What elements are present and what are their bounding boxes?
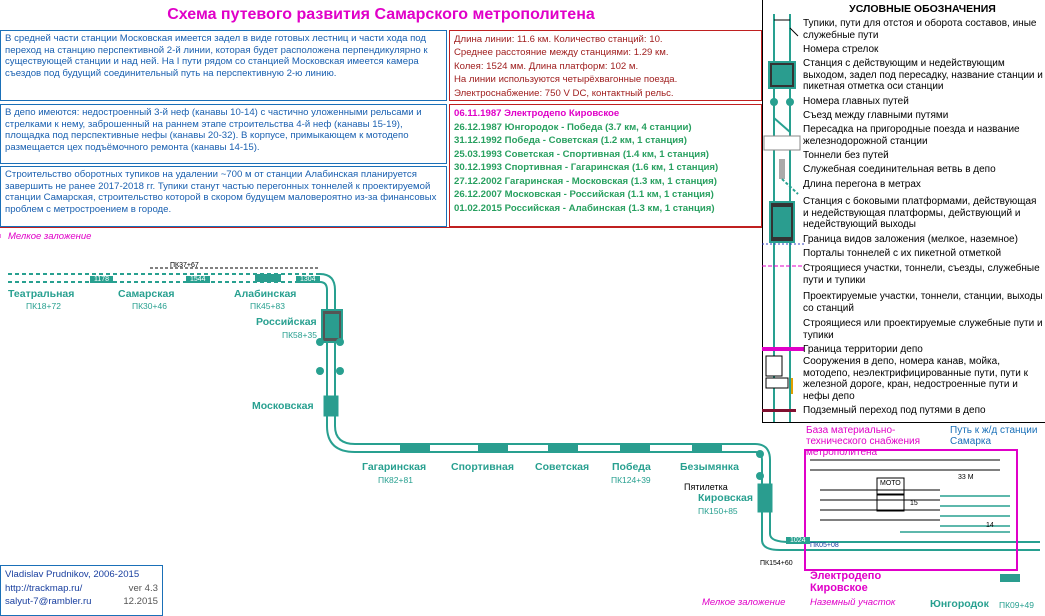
station-pk: ПК45+83 [250, 301, 285, 311]
segment-length: 1304 [296, 276, 320, 283]
credits-version: ver 4.3 [128, 582, 158, 594]
date-line: 30.12.1993 Спортивная - Гагаринская (1.6… [454, 162, 719, 173]
legend-item: Проектируемые участки, тоннели, станции,… [803, 291, 1043, 314]
opening-dates: 06.11.1987 Электродепо Кировское 26.12.1… [449, 104, 762, 227]
station-pk: ПК82+81 [378, 475, 413, 485]
station-alabinskaya: Алабинская [234, 288, 297, 300]
pk-label: ПК05+08 [810, 542, 839, 549]
credits-box: Vladislav Prudnikov, 2006-2015 http://tr… [0, 565, 163, 616]
legend-item: Порталы тоннелей с их пикетной отметкой [803, 248, 1002, 259]
legend-item: Станция с боковыми платформами, действую… [803, 196, 1037, 230]
shallow-note: Мелкое заложение [8, 231, 92, 242]
canal-label: 15 [910, 500, 918, 507]
legend-item: Строящиеся или проектируемые служебные п… [803, 318, 1043, 341]
surface-note: Наземный участок [810, 597, 896, 608]
station-bezymyanka: Безымянка [680, 461, 739, 473]
legend-item: Тоннели без путей [803, 150, 889, 161]
legend-item: Сооружения в депо, номера канав, мойка, … [803, 356, 1028, 402]
station-moskovskaya: Московская [252, 400, 314, 412]
legend-item: Служебная соединительная ветвь в депо [803, 164, 996, 175]
legend-item: Подземный переход под путями в депо [803, 405, 986, 416]
stat-line: Электроснабжение: 750 V DC, контактный р… [454, 87, 674, 99]
pk-label: ПК154+60 [760, 560, 793, 567]
legend-panel [762, 0, 1045, 423]
date-line: 06.11.1987 Электродепо Кировское [454, 108, 620, 119]
date-line: 25.03.1993 Советская - Спортивная (1.4 к… [454, 148, 710, 160]
canal-label: 33 М [958, 474, 974, 481]
canal-label: 14 [986, 522, 994, 529]
line-stats: Длина линии: 11.6 км. Количество станций… [449, 30, 762, 101]
legend-item: Станция с действующим и недействующим вы… [803, 58, 1043, 92]
segment-length: 1178 [90, 276, 114, 283]
station-sportivnaya: Спортивная [451, 461, 514, 473]
stat-line: Колея: 1524 мм. Длина платформ: 102 м. [454, 60, 639, 72]
date-line: 26.12.2007 Московская - Российская (1.1 … [454, 189, 714, 200]
stat-line: Длина линии: 11.6 км. Количество станций… [454, 34, 663, 45]
track-map [0, 234, 1040, 582]
info-alabinskaya: Строительство оборотных тупиков на удале… [0, 166, 447, 227]
depot-rail-label: Путь к ж/д станции Самарка [950, 425, 1038, 447]
legend-item: Номера главных путей [803, 96, 909, 107]
credits-email[interactable]: salyut-7@rambler.ru [5, 596, 92, 607]
pk-label: ПК37+67 [170, 262, 199, 269]
legend-item: Тупики, пути для отстоя и оборота состав… [803, 18, 1037, 41]
date-line: 01.02.2015 Российская - Алабинская (1.3 … [454, 202, 715, 214]
shallow-note: Мелкое заложение [702, 597, 786, 608]
stat-line: На линии используются четырёхвагонные по… [454, 74, 678, 86]
station-pk: ПК18+72 [26, 301, 61, 311]
legend-title: УСЛОВНЫЕ ОБОЗНАЧЕНИЯ [849, 3, 996, 15]
date-line: 31.12.1992 Победа - Советская (1.2 км, 1… [454, 135, 687, 146]
station-gagarinskaya: Гагаринская [362, 461, 427, 473]
station-pk: ПК58+35 [282, 330, 317, 340]
date-line: 26.12.1987 Юнгородок - Победа (3.7 км, 4… [454, 121, 692, 133]
pyatiletka-label: Пятилетка [684, 482, 728, 492]
station-yungorodok: Юнгородок [930, 598, 989, 610]
legend-item: Граница территории депо [803, 344, 923, 355]
info-moskovskaya: В средней части станции Московская имеет… [0, 30, 447, 101]
date-line: 27.12.2002 Гагаринская - Московская (1.3… [454, 175, 717, 187]
station-pk: ПК09+49 [999, 600, 1034, 610]
credits-author: Vladislav Prudnikov, 2006-2015 [5, 569, 140, 580]
legend-item: Пересадка на пригородные поезда и назван… [803, 124, 1020, 147]
credits-site[interactable]: http://trackmap.ru/ [5, 582, 83, 594]
station-sovetskaya: Советская [535, 461, 590, 473]
info-depot: В депо имеются: недостроенный 3-й неф (к… [0, 104, 447, 164]
credits-date: 12.2015 [123, 596, 158, 607]
legend-item: Длина перегона в метрах [803, 179, 921, 190]
header-divider [0, 227, 762, 228]
station-pk: ПК30+46 [132, 301, 167, 311]
legend-item: Номера стрелок [803, 44, 879, 55]
legend-item: Съезд между главными путями [803, 110, 949, 121]
legend-symbols [762, 14, 804, 422]
segment-length: 1544 [186, 276, 210, 283]
page-title: Схема путевого развития Самарского метро… [167, 6, 595, 23]
legend-item: Строящиеся участки, тоннели, съезды, слу… [803, 263, 1040, 286]
station-teatralnaya: Театральная [8, 288, 75, 300]
station-rossiyskaya: Российская [256, 316, 317, 328]
station-pk: ПК150+85 [698, 506, 738, 516]
depot-name-label: Электродепо Кировское [810, 570, 882, 594]
segment-length: 1024 [786, 537, 810, 544]
depot-base-label: База материально-технического снабжения … [806, 425, 920, 458]
stat-line: Среднее расстояние между станциями: 1.29… [454, 47, 669, 59]
legend-item: Граница видов заложения (мелкое, наземно… [803, 234, 1018, 245]
station-kirovskaya: Кировская [698, 492, 753, 504]
station-pk: ПК124+39 [611, 475, 651, 485]
station-pobeda: Победа [612, 461, 651, 473]
moto-label: МОТО [880, 480, 901, 487]
station-samarskaya: Самарская [118, 288, 175, 300]
